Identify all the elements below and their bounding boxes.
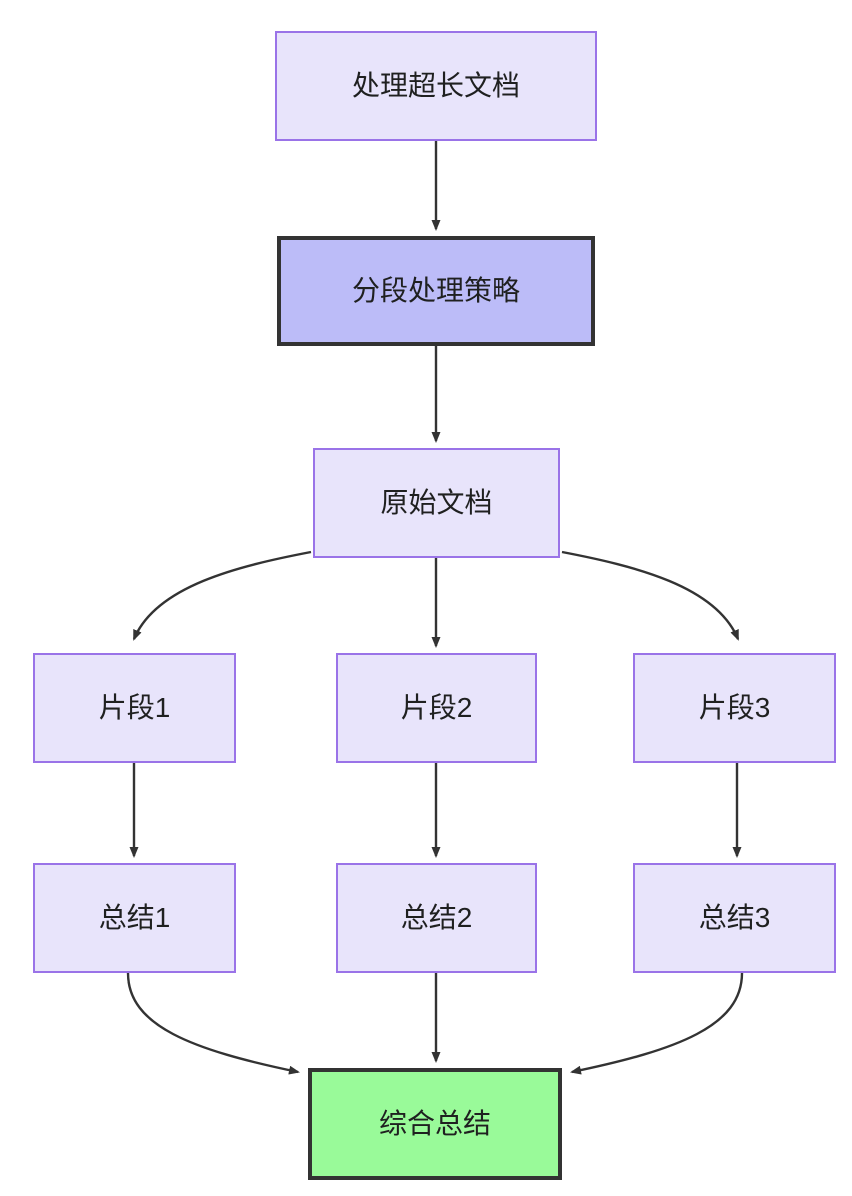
edge-summary1-to-final xyxy=(126,972,300,1075)
node-chunk-2[interactable]: 片段2 xyxy=(336,653,537,763)
edge-summary3-to-final xyxy=(570,972,744,1075)
node-label: 总结2 xyxy=(400,902,473,934)
node-final-summary[interactable]: 综合总结 xyxy=(308,1068,562,1180)
edge-source-to-chunk3 xyxy=(561,550,740,641)
node-chunk-3[interactable]: 片段3 xyxy=(633,653,836,763)
node-summary-2[interactable]: 总结2 xyxy=(336,863,537,973)
node-label: 片段1 xyxy=(98,692,171,724)
node-label: 综合总结 xyxy=(378,1108,491,1140)
node-label: 片段2 xyxy=(400,692,473,724)
edge-source-to-chunk1 xyxy=(132,550,312,641)
node-label: 总结1 xyxy=(98,902,171,934)
node-label: 分段处理策略 xyxy=(351,275,520,307)
node-chunk-1[interactable]: 片段1 xyxy=(33,653,236,763)
node-source-document[interactable]: 原始文档 xyxy=(313,448,560,558)
node-label: 原始文档 xyxy=(380,487,493,519)
node-label: 总结3 xyxy=(698,902,771,934)
node-label: 处理超长文档 xyxy=(351,70,520,102)
node-summary-1[interactable]: 总结1 xyxy=(33,863,236,973)
node-label: 片段3 xyxy=(698,692,771,724)
node-summary-3[interactable]: 总结3 xyxy=(633,863,836,973)
node-process-long-document[interactable]: 处理超长文档 xyxy=(275,31,597,141)
node-chunking-strategy[interactable]: 分段处理策略 xyxy=(277,236,595,346)
